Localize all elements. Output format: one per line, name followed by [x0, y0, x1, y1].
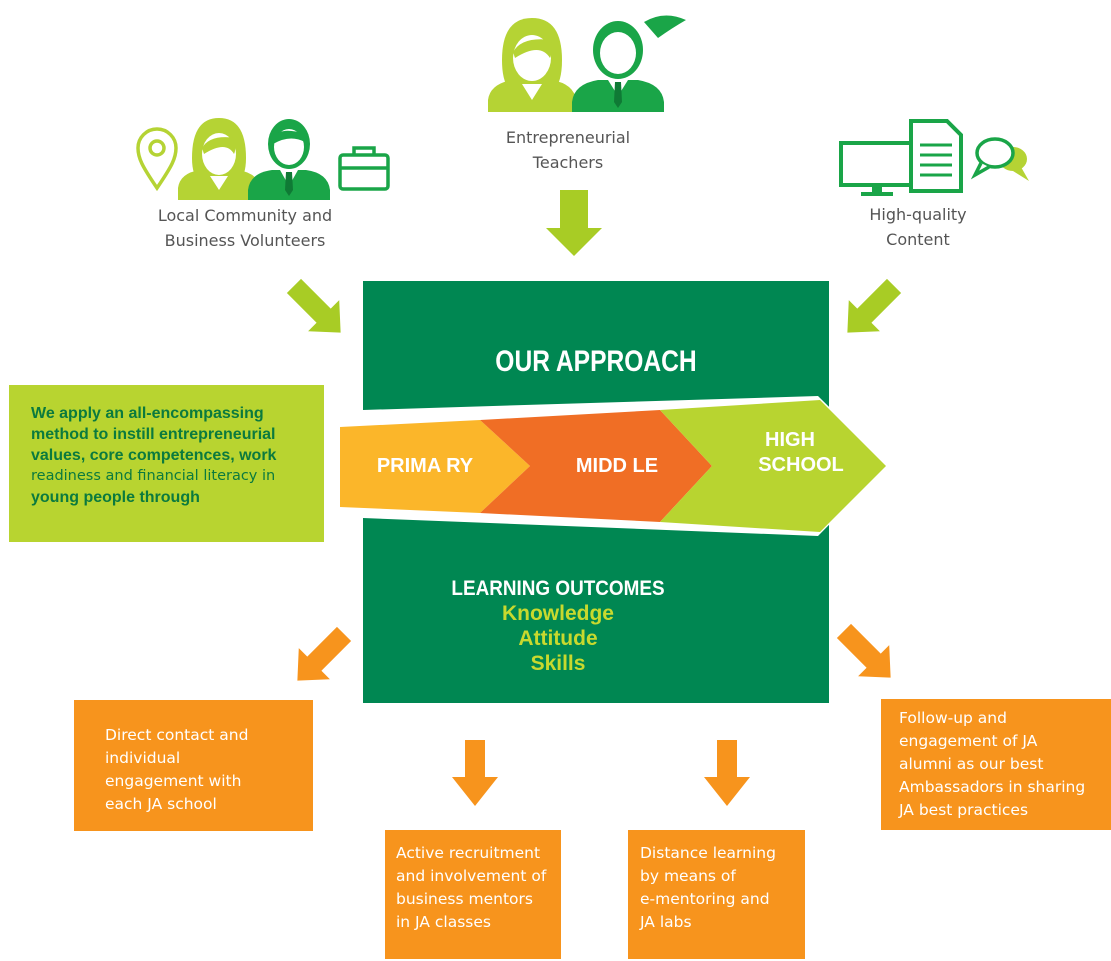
output-line: engagement of JA	[899, 732, 1038, 750]
person-male-icon	[572, 15, 686, 112]
volunteers-caption: Local Community and Business Volunteers	[130, 203, 360, 253]
stage-middle	[480, 410, 712, 522]
output-line: individual	[105, 749, 181, 767]
briefcase-icon	[338, 146, 390, 191]
arrow-content-diagonal	[847, 278, 902, 333]
location-pin-icon	[136, 127, 178, 192]
outcome-skills: Skills	[530, 652, 586, 675]
outcome-knowledge: Knowledge	[501, 602, 614, 625]
intro-line: method to instill entrepreneurial	[31, 426, 276, 443]
approach-title: OUR APPROACH	[495, 345, 697, 378]
output-line: in JA classes	[396, 913, 491, 931]
intro-line: We apply an all-encompassing	[31, 405, 264, 422]
stage-high-label-line: HIGH	[765, 429, 815, 451]
output-followup: Follow-up and engagement of JA alumni as…	[881, 699, 1111, 830]
teachers-caption-line: Entrepreneurial	[505, 128, 631, 147]
content-caption: High-quality Content	[818, 202, 1018, 252]
person-female-icon	[178, 118, 260, 200]
output-line: each JA school	[105, 795, 217, 813]
output-line: Follow-up and	[899, 709, 1007, 727]
output-direct-contact: Direct contact and individual engagement…	[74, 700, 313, 831]
volunteers-icon-group	[136, 118, 390, 200]
stage-high-school	[660, 400, 886, 532]
output-line: Distance learning	[640, 844, 776, 862]
document-icon	[909, 119, 963, 193]
output-line: alumni as our best	[899, 755, 1044, 773]
teachers-caption-line: Teachers	[532, 153, 604, 172]
stage-middle-label: MIDD LE	[575, 455, 659, 477]
teachers-icon-group	[488, 15, 686, 112]
content-caption-line: High-quality	[869, 205, 967, 224]
stage-high-school-label: HIGH SCHOOL	[735, 428, 845, 478]
volunteers-caption-line: Local Community and	[157, 206, 333, 225]
intro-statement-box: We apply an all-encompassing method to i…	[9, 385, 324, 542]
intro-line: young people through	[31, 489, 200, 506]
intro-line: values, core competences, work	[31, 447, 277, 464]
speech-bubbles-icon	[970, 137, 1029, 181]
output-distance-learning: Distance learning by means of e-mentorin…	[628, 830, 805, 959]
output-line: Direct contact and	[105, 726, 249, 744]
learning-outcomes-title: LEARNING OUTCOMES	[451, 577, 665, 600]
output-recruitment: Active recruitment and involvement of bu…	[385, 830, 561, 959]
stage-primary	[340, 420, 530, 513]
output-line: JA best practices	[899, 801, 1029, 819]
stage-school-label-line: SCHOOL	[758, 454, 844, 476]
content-caption-line: Content	[886, 230, 950, 249]
teachers-caption: Entrepreneurial Teachers	[468, 125, 668, 175]
person-female-icon	[488, 18, 576, 112]
person-male-icon	[248, 119, 330, 200]
arrow-down-teachers	[546, 190, 602, 256]
output-line: and involvement of	[396, 867, 547, 885]
arrow-output-down-2	[704, 740, 750, 806]
arrow-volunteers-diagonal	[286, 278, 341, 333]
arrow-output-down-1	[452, 740, 498, 806]
output-line: engagement with	[105, 772, 242, 790]
output-line: Active recruitment	[396, 844, 541, 862]
content-icon-group	[839, 119, 1029, 196]
outcome-attitude: Attitude	[518, 627, 598, 650]
learning-outcomes: LEARNING OUTCOMES Knowledge Attitude Ski…	[363, 576, 753, 676]
output-line: by means of	[640, 867, 736, 885]
output-line: Ambassadors in sharing	[899, 778, 1086, 796]
arrow-output-right	[836, 623, 891, 678]
intro-line: readiness and financial literacy in	[31, 468, 276, 484]
volunteers-caption-line: Business Volunteers	[164, 231, 326, 250]
stage-primary-label: PRIMA RY	[376, 455, 474, 477]
output-line: e-mentoring and	[640, 890, 770, 908]
output-line: JA labs	[640, 913, 692, 931]
arrow-output-left	[297, 626, 352, 681]
output-line: business mentors	[396, 890, 533, 908]
